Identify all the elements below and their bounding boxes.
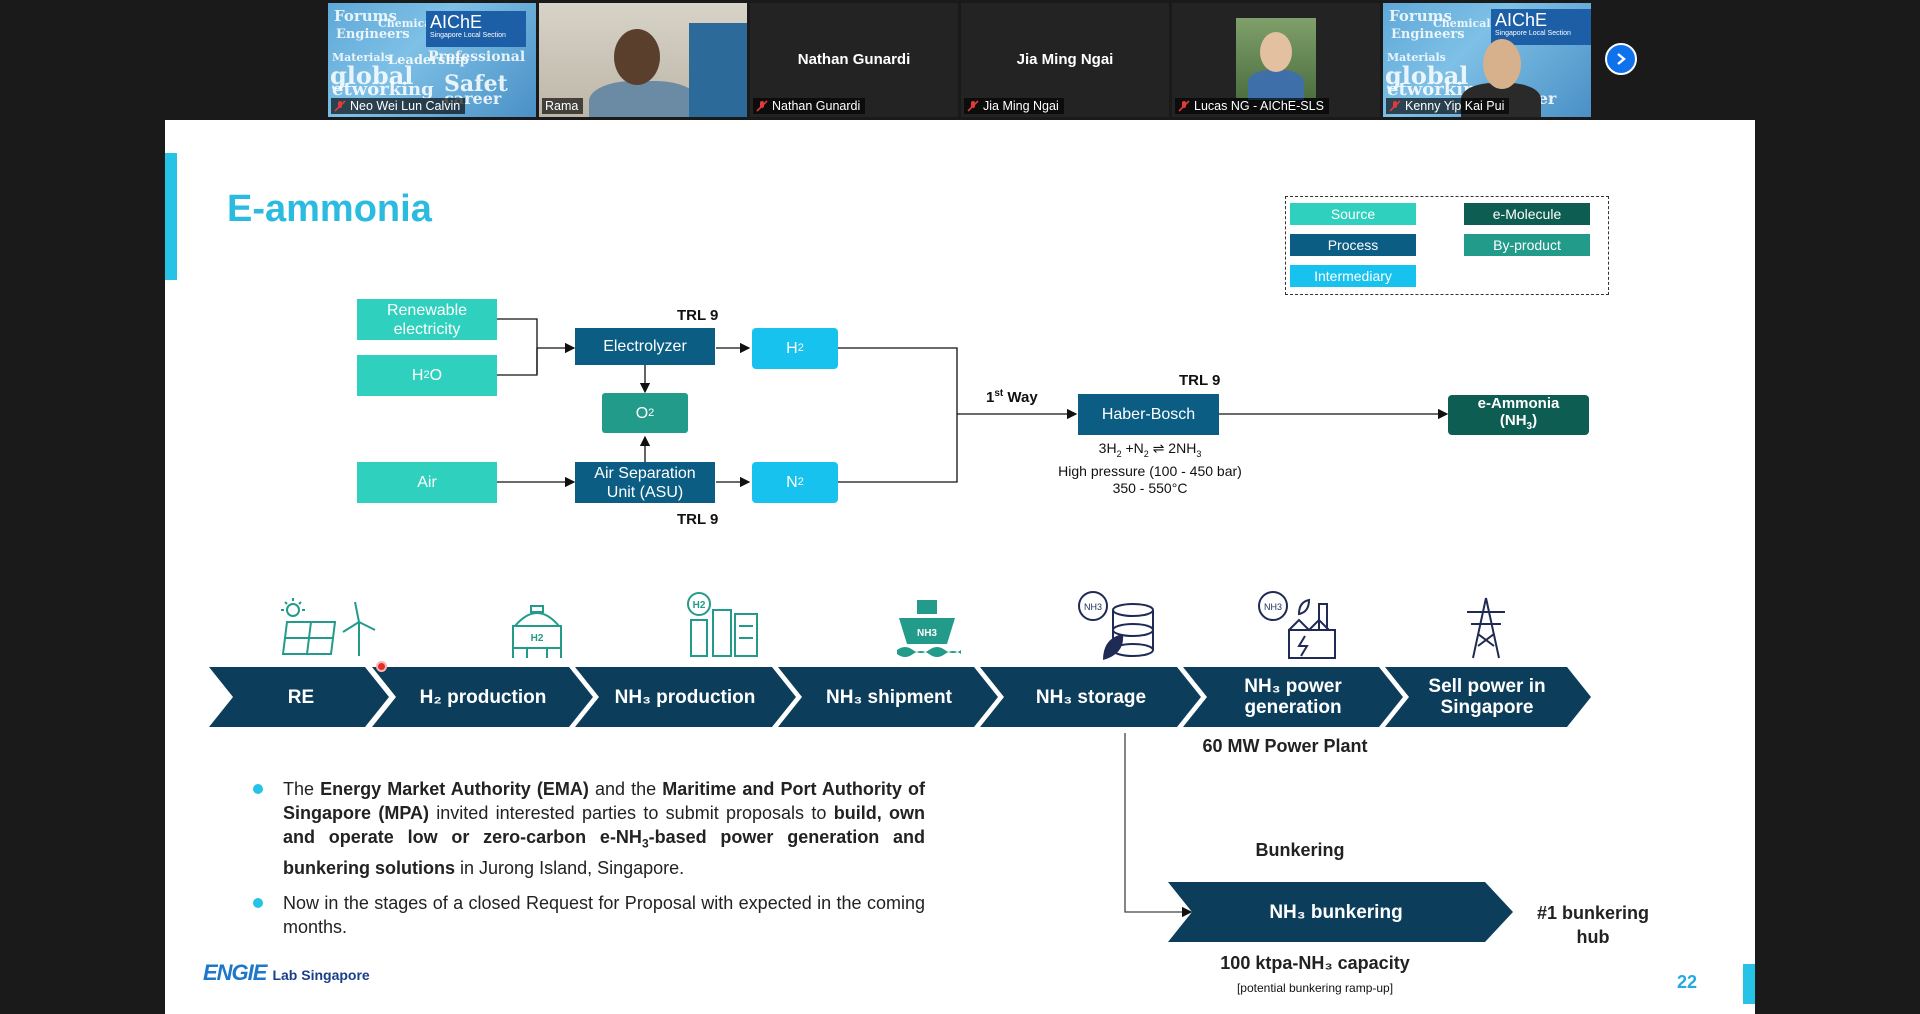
trl-haber-bosch: TRL 9 (1179, 372, 1221, 389)
page-number: 22 (1677, 972, 1698, 992)
legend-emolecule: e-Molecule (1464, 203, 1590, 225)
h2-tank-icon: H2 (512, 605, 562, 658)
pressure-condition: High pressure (100 - 450 bar) (1058, 462, 1242, 479)
slide-title: E-ammonia (227, 188, 432, 230)
participant-tile[interactable]: Nathan Gunardi Nathan Gunardi (750, 3, 958, 117)
haber-bosch-conditions: 3H2 +N2 ⇌ 2NH3 High pressure (100 - 450 … (1045, 440, 1255, 497)
legend-intermediary: Intermediary (1290, 265, 1416, 287)
participant-name-label: Neo Wei Lun Calvin (331, 98, 466, 114)
bullet-item: The Energy Market Authority (EMA) and th… (247, 777, 925, 880)
legend: Source Process Intermediary e-Molecule B… (1285, 196, 1609, 295)
svg-text:H2: H2 (693, 600, 706, 611)
h2-factory-icon: H2 (687, 592, 758, 657)
chain-label-re: RE (287, 686, 315, 708)
participant-photo (1236, 18, 1316, 100)
ship-icon: NH3 (897, 600, 961, 657)
svg-text:NH3: NH3 (917, 628, 937, 639)
engie-logo: ENGIE Lab Singapore (203, 960, 370, 985)
participant-name-label: Lucas NG - AIChE-SLS (1175, 98, 1329, 114)
chain-label-nh3-bunkering: NH₃ bunkering (1269, 901, 1403, 923)
presentation-slide: E-ammonia Source Process Intermediary e-… (165, 120, 1755, 1014)
power-plant-icon: NH3 (1258, 591, 1336, 659)
value-chain (209, 667, 1591, 942)
participant-tile-active-speaker[interactable]: Rama (539, 3, 747, 117)
svg-text:H2: H2 (531, 633, 544, 644)
chain-label-nh3-power-generation: NH₃ power generation (1244, 676, 1342, 718)
chain-arrow-nh3-storage (980, 667, 1201, 727)
next-page-button[interactable] (1605, 43, 1637, 75)
chain-arrow-re (209, 667, 389, 727)
capacity-caption: 100 ktpa-NH₃ capacity (1220, 953, 1410, 973)
mic-muted-icon (756, 100, 768, 112)
first-way-label: 1st Way (986, 388, 1038, 406)
title-accent-bar (165, 153, 177, 280)
haber-bosch-box: Haber-Bosch (1078, 394, 1219, 435)
storage-icon: NH3 (1078, 591, 1154, 660)
mic-muted-icon (967, 100, 979, 112)
svg-text:NH3: NH3 (1264, 602, 1282, 612)
solar-wind-icon (281, 598, 376, 656)
bullet-list: The Energy Market Authority (EMA) and th… (247, 777, 925, 950)
mic-muted-icon (1178, 100, 1190, 112)
chain-label-h2-production: H₂ production (419, 686, 547, 708)
bunkering-caption: Bunkering (1255, 840, 1345, 860)
participant-name-label: Kenny Yip Kai Pui (1386, 98, 1510, 114)
chain-arrow-nh3-shipment (778, 667, 998, 727)
renewable-electricity-box: Renewable electricity (357, 299, 497, 340)
participant-display-name: Jia Ming Ngai (1016, 51, 1114, 68)
electrolyzer-box: Electrolyzer (575, 328, 715, 365)
chevron-right-icon (1617, 53, 1626, 65)
participant-name-label: Rama (542, 98, 584, 114)
chain-arrow-sell-power (1385, 667, 1591, 727)
e-ammonia-box: e-Ammonia (NH3) (1448, 395, 1589, 435)
chain-label-nh3-shipment: NH₃ shipment (826, 686, 952, 708)
air-box: Air (357, 462, 497, 503)
participant-tile[interactable]: Forums Chemical Engineers Materials glob… (1383, 3, 1591, 117)
legend-process: Process (1290, 234, 1416, 256)
bullet-item: Now in the stages of a closed Request fo… (247, 891, 925, 939)
participant-tile[interactable]: Jia Ming Ngai Jia Ming Ngai (961, 3, 1169, 117)
chain-arrow-nh3-production (575, 667, 796, 727)
reaction-equation: 3H2 +N2 ⇌ 2NH3 (1098, 440, 1202, 459)
bullet-dot (253, 784, 263, 794)
participant-strip: Forums Chemical Engineers Materials Lead… (0, 0, 1920, 120)
chain-label-nh3-storage: NH₃ storage (1035, 686, 1147, 708)
participant-video (539, 3, 747, 117)
pointer-dot (376, 661, 387, 672)
legend-source: Source (1290, 203, 1416, 225)
chain-label-sell-power: Sell power in Singapore (1428, 676, 1546, 718)
chain-label-nh3-production: NH₃ production (614, 686, 756, 708)
chain-arrow-h2-production (372, 667, 593, 727)
capacity-note: [potential bunkering ramp-up] (1236, 981, 1394, 995)
mic-muted-icon (1389, 100, 1401, 112)
trl-electrolyzer: TRL 9 (677, 307, 719, 324)
legend-byproduct: By-product (1464, 234, 1590, 256)
participant-name-label: Nathan Gunardi (753, 98, 866, 114)
pylon-icon (1467, 597, 1505, 659)
svg-text:NH3: NH3 (1084, 602, 1102, 612)
temperature-condition: 350 - 550°C (1112, 479, 1188, 496)
mic-muted-icon (334, 100, 346, 112)
bunkering-hub-caption: #1 bunkering hub (1536, 903, 1650, 947)
bullet-dot (253, 897, 263, 908)
chain-arrow-nh3-bunkering (1168, 882, 1513, 942)
participant-tile[interactable]: Forums Chemical Engineers Materials Lead… (328, 3, 536, 117)
power-plant-caption: 60 MW Power Plant (1202, 736, 1368, 756)
participant-display-name: Nathan Gunardi (797, 51, 911, 68)
participant-tile[interactable]: Lucas NG - AIChE-SLS (1172, 3, 1380, 117)
participant-name-label: Jia Ming Ngai (964, 98, 1064, 114)
trl-asu: TRL 9 (677, 511, 719, 528)
chain-arrow-nh3-power (1183, 667, 1403, 727)
corner-accent-bar (1743, 964, 1755, 1004)
